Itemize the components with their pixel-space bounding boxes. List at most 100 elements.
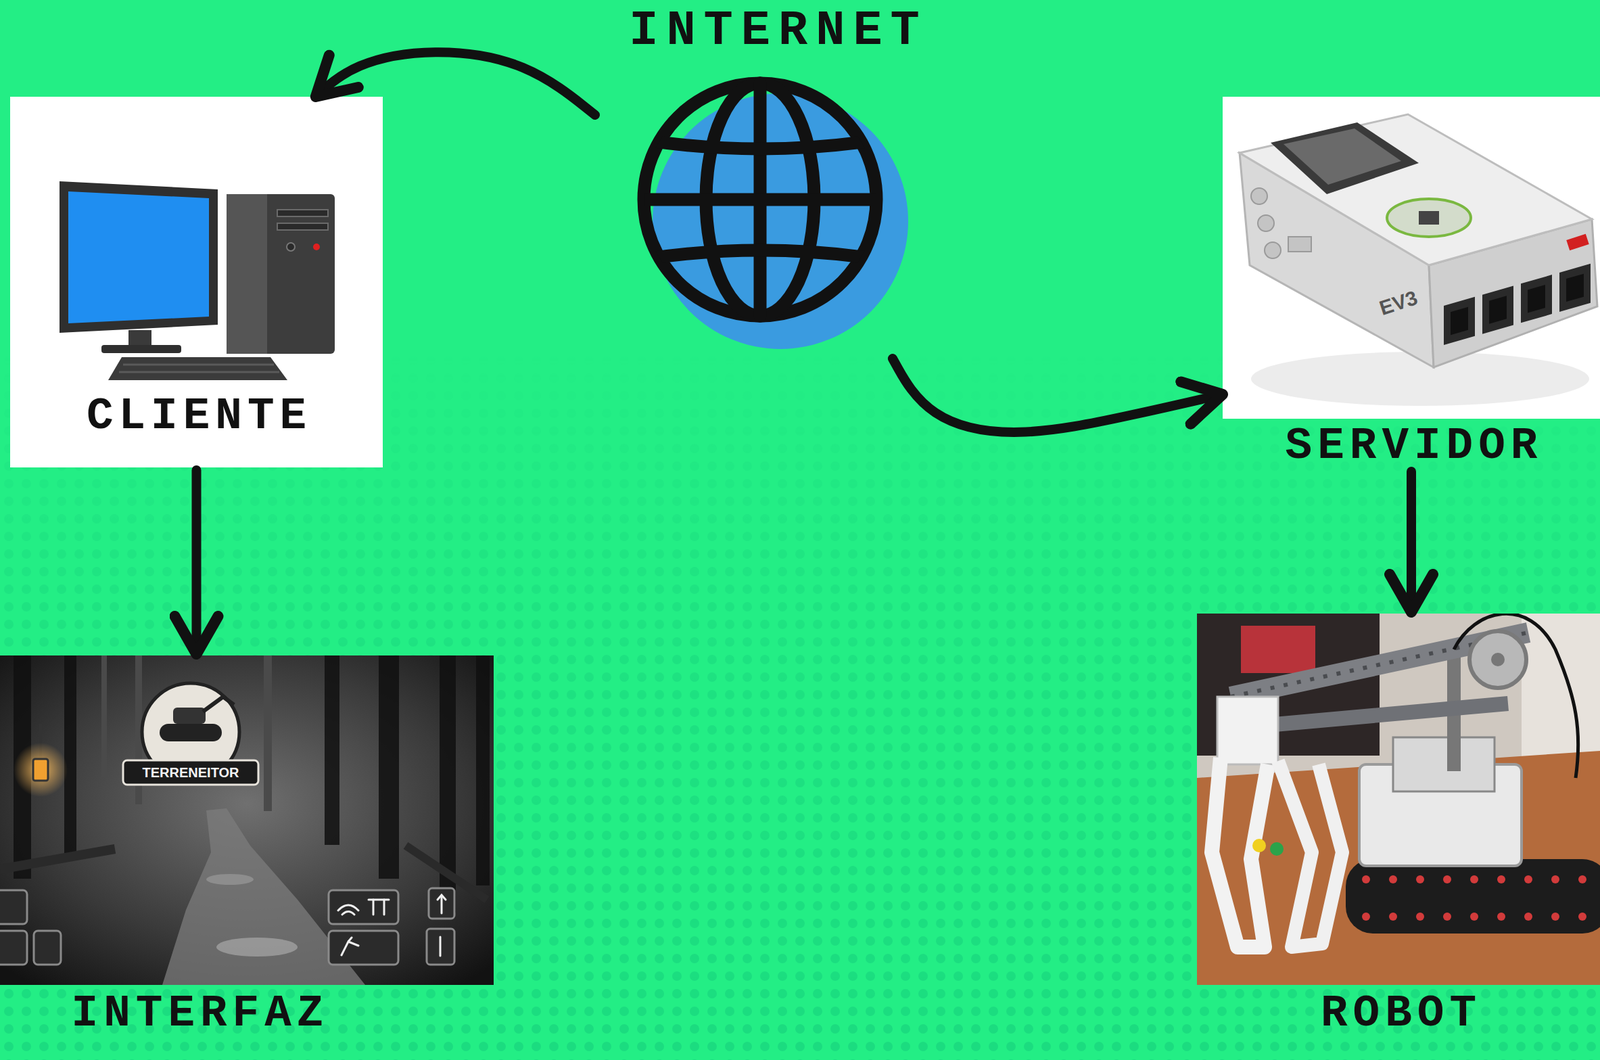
interface-screenshot-part-part	[342, 911, 355, 915]
interface-screenshot-part-part	[263, 655, 272, 811]
robot-photo-part	[1361, 875, 1587, 921]
robot-photo-part	[1211, 757, 1268, 947]
ev3-brick-part-part	[1527, 284, 1546, 313]
robot-photo-part	[1217, 696, 1279, 765]
internet-globe	[635, 83, 909, 349]
ev3-brick-part-part	[1566, 273, 1584, 302]
robot-photo-part-part	[1389, 875, 1398, 884]
client-computer	[10, 96, 383, 468]
ev3-brick-part	[1222, 96, 1600, 419]
interface-screenshot-part-part	[476, 655, 490, 886]
robot-photo-part	[1252, 838, 1266, 853]
ev3-brick-part-part	[1251, 187, 1268, 205]
interface-screenshot-part	[173, 707, 206, 724]
robot-photo-part	[1244, 703, 1509, 727]
client-computer-part	[313, 243, 320, 251]
interface-screenshot-part	[159, 723, 222, 742]
interface-screenshot-part-part	[426, 928, 455, 965]
robot-photo-part-part	[1551, 875, 1560, 884]
robot-photo-part-part	[1443, 875, 1452, 884]
client-computer-part	[226, 194, 268, 354]
arrow-connector	[315, 52, 596, 115]
interface-screenshot-part	[202, 696, 234, 712]
interface-screenshot-part	[101, 655, 272, 811]
interface-screenshot-part	[216, 937, 298, 957]
client-box: CLIENTE	[10, 96, 383, 468]
interface-screenshot-part-part	[328, 889, 399, 924]
client-computer-part	[10, 96, 383, 468]
robot-photo-part	[1269, 841, 1284, 856]
robot-photo-part-part	[1416, 912, 1425, 921]
ev3-brick-part-part	[1257, 215, 1275, 232]
node-title: SERVIDOR	[1280, 424, 1544, 469]
logo-text: TERRENEITOR	[142, 765, 240, 780]
client-computer-part	[277, 223, 328, 230]
internet-globe: INTERNET	[595, 6, 954, 359]
robot-photo-part-part	[1443, 912, 1452, 921]
client-computer-part	[226, 194, 335, 354]
interface-screenshot-part	[206, 873, 254, 885]
internet-globe-part-part-part	[635, 193, 886, 207]
client-computer-part	[277, 209, 328, 217]
ev3-brick-part	[1418, 210, 1440, 225]
interface-screenshot-part	[0, 848, 115, 869]
robot-photo-part	[1491, 652, 1505, 667]
ev3-brick-part	[1443, 263, 1591, 345]
robot-photo-part	[1521, 613, 1600, 769]
interface-screenshot-part	[123, 760, 259, 785]
robot-photo-part-part	[1416, 875, 1425, 884]
robot-photo-part-part	[1524, 875, 1533, 884]
robot-photo-part-part	[1470, 912, 1479, 921]
ev3-brick-part-part	[1264, 242, 1281, 259]
ev3-brick-part-part	[1559, 263, 1591, 312]
robot-photo-part	[1345, 858, 1600, 934]
ev3-brick-part	[1270, 122, 1419, 195]
arrow-connector	[1406, 471, 1417, 613]
ev3-brick-part-part	[1288, 236, 1312, 252]
robot-photo-part-part	[1578, 875, 1587, 884]
interface-screenshot-part-part	[372, 899, 375, 915]
brick-text: EV3	[1376, 287, 1420, 319]
robot-photo-part-part	[1361, 875, 1371, 884]
interface-screenshot-part-part	[338, 904, 359, 911]
robot-photo-part-part	[1470, 875, 1479, 884]
interface-screenshot-part-part	[64, 655, 77, 859]
interface-screenshot-part-part	[439, 936, 442, 956]
interface-screenshot-part	[0, 655, 494, 985]
robot-photo-part-part	[1497, 875, 1506, 884]
robot-photo-part	[1453, 613, 1579, 778]
ev3-brick-part-part	[1450, 307, 1469, 335]
ev3-brick-part	[1251, 187, 1312, 259]
client-computer-part	[59, 181, 218, 333]
ev3-brick-part-part	[1443, 296, 1475, 345]
robot-photo-part	[1240, 625, 1316, 673]
interface-screenshot-part-part	[324, 655, 340, 845]
robot-photo-part-part	[1578, 912, 1587, 921]
interface-screenshot-part	[338, 894, 446, 956]
robot-photo-part	[1469, 630, 1527, 688]
ev3-brick-part-part	[1520, 274, 1552, 323]
interface-screenshot-part	[33, 758, 49, 781]
interface-screenshot-part-part	[440, 895, 443, 913]
ev3-brick-part-part	[1489, 295, 1507, 324]
interface-screenshot-part-part	[0, 930, 28, 965]
server-box: SERVIDOR	[1222, 96, 1600, 469]
arrow-connector	[892, 358, 1223, 433]
client-computer-part	[119, 364, 280, 372]
interface-screenshot-part-part	[328, 930, 399, 965]
interface-screenshot-part-part	[383, 899, 386, 915]
interface-screenshot-part-part	[0, 889, 28, 924]
internet-globe-part-part-part	[635, 138, 886, 149]
interface-screenshot-part-part	[33, 930, 61, 965]
ev3-brick-part-part	[1482, 285, 1514, 334]
interface-screenshot-part	[0, 887, 455, 965]
ev3-brick-part	[1566, 233, 1589, 251]
client-computer-part	[286, 242, 295, 251]
ev3-brick-part	[1386, 198, 1471, 237]
interface-screenshot-part	[13, 742, 68, 797]
node-title: CLIENTE	[81, 394, 312, 439]
interface-screenshot-part-part	[368, 898, 389, 901]
